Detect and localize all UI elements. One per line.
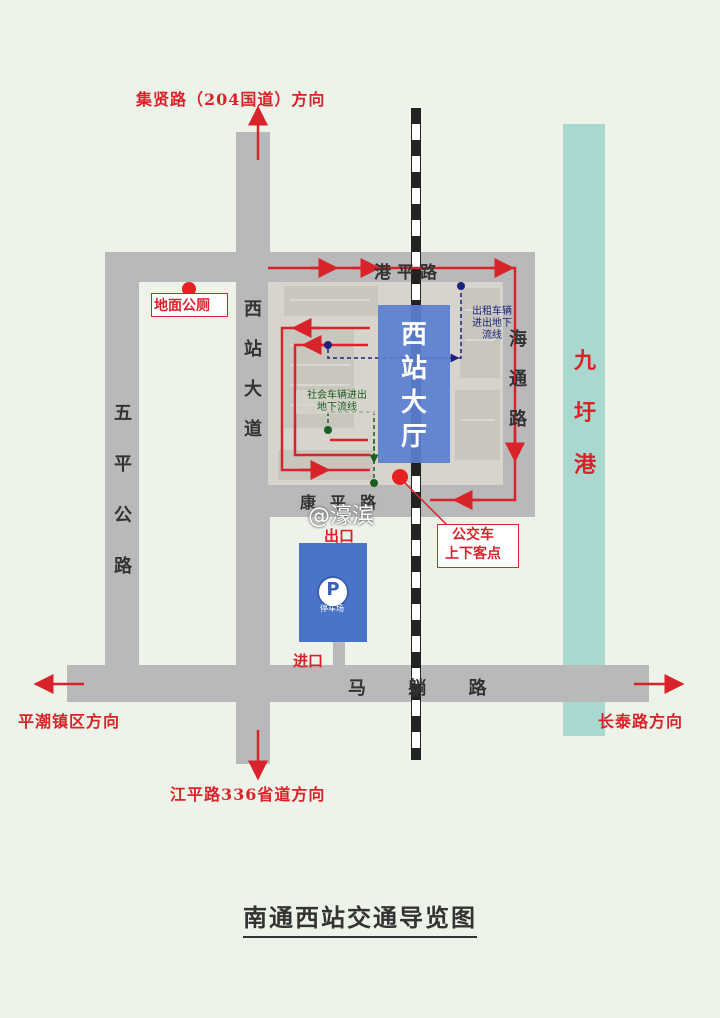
- haitong-road-label: 海通路: [509, 329, 527, 430]
- river: [563, 124, 605, 736]
- station-hall: [378, 305, 450, 463]
- watermark: @濠滨: [308, 504, 375, 529]
- social-flow-dot: [370, 479, 378, 487]
- toilet-marker: [182, 282, 196, 296]
- parking-icon: P: [317, 576, 349, 608]
- social-flow-label: 社会车辆进出 地下流线: [296, 390, 378, 414]
- xizhan-road-label: 西站大道: [244, 299, 262, 440]
- north-direction-label: 集贤路（204国道）方向: [136, 90, 326, 109]
- south-direction-label: 江平路336省道方向: [170, 785, 326, 804]
- social-flow-dot: [324, 426, 332, 434]
- parking-letter: P: [326, 579, 340, 600]
- east-direction-label: 长泰路方向: [598, 712, 684, 731]
- taxi-flow-dot: [324, 341, 332, 349]
- parking-label: 停车场: [320, 604, 344, 613]
- taxi-flow-dot: [457, 282, 465, 290]
- map-title: 南通西站交通导览图: [0, 898, 720, 938]
- bus-stop-box: [437, 524, 519, 568]
- taxi-flow-label: 出租车辆 进出地下 流线: [472, 306, 512, 341]
- kangping-road-label: 康平路: [300, 493, 391, 512]
- west-direction-label: 平潮镇区方向: [18, 712, 121, 731]
- entrance-label: 进口: [293, 652, 324, 670]
- exit-label: 出口: [324, 527, 355, 545]
- gangping-road-label: 港平路: [374, 263, 443, 283]
- map-title-text: 南通西站交通导览图: [243, 903, 477, 938]
- toilet-label: 地面公厕: [154, 298, 210, 314]
- toilet-box: [151, 293, 228, 317]
- wuping-road-label: 五平公路: [114, 403, 132, 577]
- bus-stop-label: 公交车 上下客点: [445, 527, 501, 562]
- station-hall-label: 西站大厅: [400, 320, 427, 452]
- mayan-road-label: 马 躺 路: [348, 678, 505, 699]
- social-flow-line: [327, 411, 379, 480]
- river-label: 九圩港: [573, 348, 596, 478]
- parking-connector: [333, 642, 345, 666]
- bus-stop-pointer: [399, 477, 453, 531]
- bus-stop-marker: [392, 469, 408, 485]
